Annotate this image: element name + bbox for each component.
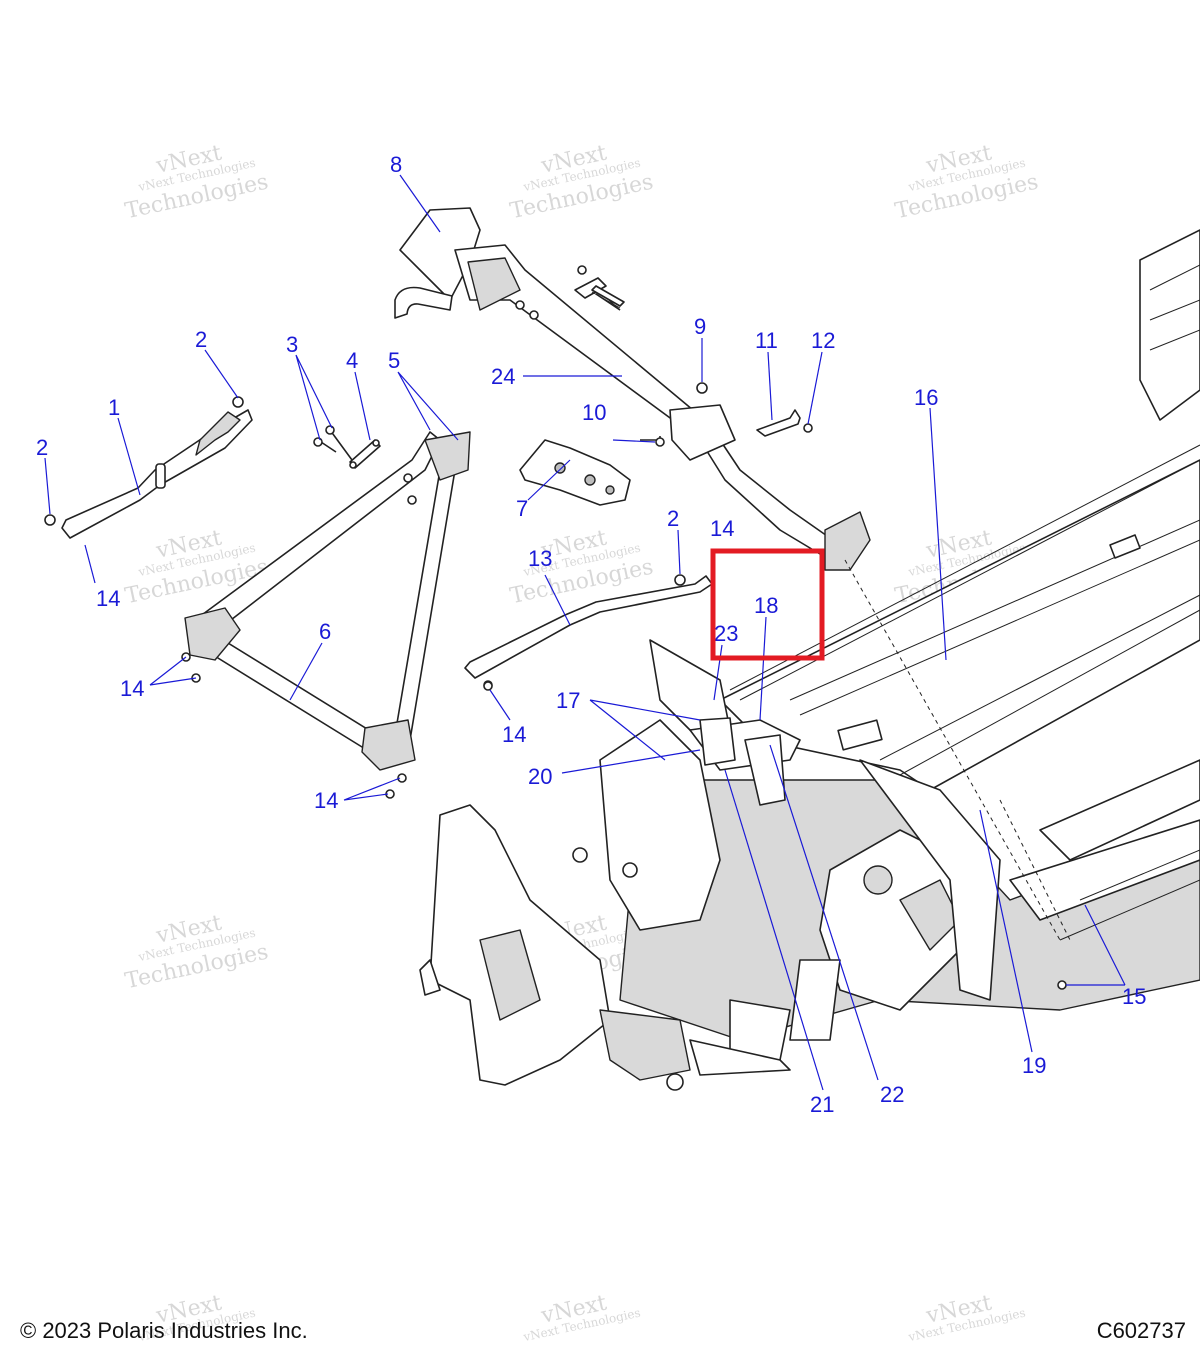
callout-1: 1 — [108, 395, 120, 420]
callout-10: 10 — [582, 400, 606, 425]
callout-4: 4 — [346, 348, 358, 373]
callout-3: 3 — [286, 332, 298, 357]
leader-lines — [44, 174, 1126, 1091]
watermark: vNext vNext Technologies Technologies — [893, 141, 1041, 225]
callout-14: 14 — [710, 516, 734, 541]
watermark: vNext vNext Technologies — [906, 1291, 1026, 1345]
callout-5: 5 — [388, 348, 400, 373]
callout-17: 17 — [556, 688, 580, 713]
callout-18: 18 — [754, 593, 778, 618]
part-6-a-frame — [181, 431, 493, 799]
callout-16: 16 — [914, 385, 938, 410]
callout-20: 20 — [528, 764, 552, 789]
callout-2: 2 — [36, 435, 48, 460]
callout-19: 19 — [1022, 1053, 1046, 1078]
callout-9: 9 — [694, 314, 706, 339]
callout-15: 15 — [1122, 984, 1146, 1009]
callout-14: 14 — [502, 722, 526, 747]
highlight-box — [710, 548, 825, 661]
watermark: vNext vNext Technologies Technologies — [508, 141, 656, 225]
watermark: vNext vNext Technologies Technologies — [123, 911, 271, 995]
part-1-strut — [44, 396, 253, 539]
parts-9-12-hardware — [591, 285, 813, 447]
callout-12: 12 — [811, 328, 835, 353]
callout-labels: 1 2 2 2 3 4 5 6 7 8 9 10 11 12 13 14 14 … — [36, 152, 1146, 1117]
callout-24: 24 — [491, 364, 515, 389]
watermark: vNext vNext Technologies Technologies — [123, 141, 271, 225]
main-chassis — [419, 229, 1200, 1091]
callout-11: 11 — [755, 328, 778, 353]
callout-23: 23 — [714, 621, 738, 646]
callout-14: 14 — [120, 676, 144, 701]
callout-2: 2 — [195, 327, 207, 352]
callout-14: 14 — [96, 586, 120, 611]
part-7-plate — [519, 439, 631, 506]
part-8-upper-support — [394, 207, 871, 571]
part-24 — [595, 293, 621, 311]
callout-6: 6 — [319, 619, 331, 644]
watermark: vNext vNext Technologies — [521, 1291, 641, 1345]
callout-14: 14 — [314, 788, 338, 813]
part-13-tie-bar — [464, 574, 713, 691]
callout-7: 7 — [516, 496, 528, 521]
callout-2: 2 — [667, 506, 679, 531]
callout-21: 21 — [810, 1092, 834, 1117]
drawing-number: C602737 — [1096, 1318, 1186, 1343]
callout-22: 22 — [880, 1082, 904, 1107]
part-3-4-hardware — [313, 425, 381, 469]
copyright-text: © 2023 Polaris Industries Inc. — [20, 1318, 308, 1343]
callout-13: 13 — [528, 546, 552, 571]
callout-8: 8 — [390, 152, 402, 177]
